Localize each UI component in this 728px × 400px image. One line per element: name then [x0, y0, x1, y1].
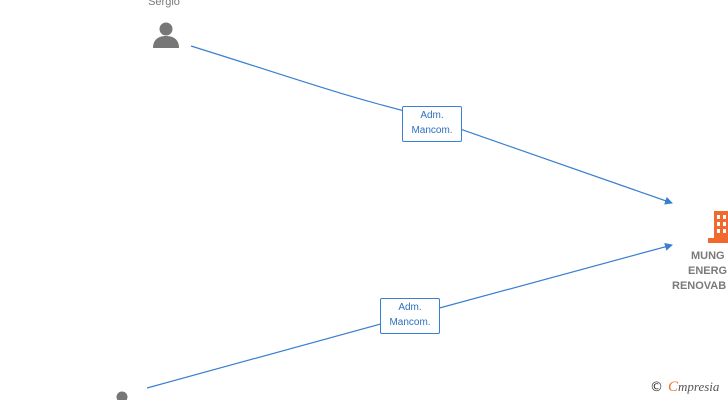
brand-rest: mpresia [678, 379, 720, 394]
person-icon[interactable] [153, 22, 179, 49]
edge-label-line2: Mancom. [389, 317, 431, 328]
company-name-label[interactable]: MUNG ENERG RENOVAB [668, 249, 728, 294]
edge-label-line1: Adm. [420, 110, 444, 121]
company-name-line: ENERG [688, 265, 728, 277]
person-name-label: Sergio [148, 0, 180, 8]
company-name-line: MUNG [691, 250, 725, 262]
brand-initial: C [668, 379, 679, 395]
copyright-symbol: © [650, 380, 663, 395]
edge-label-line1: Adm. [398, 302, 422, 313]
person-icon-bottom[interactable] [116, 391, 128, 400]
company-name-line: RENOVAB [672, 280, 727, 292]
empresia-watermark[interactable]: © Cmpresia [650, 379, 719, 396]
edge-label-top[interactable]: Adm. Mancom. [402, 106, 462, 142]
building-icon[interactable] [708, 211, 728, 243]
edge-label-bottom[interactable]: Adm. Mancom. [380, 298, 440, 334]
edge-label-line2: Mancom. [411, 125, 453, 136]
